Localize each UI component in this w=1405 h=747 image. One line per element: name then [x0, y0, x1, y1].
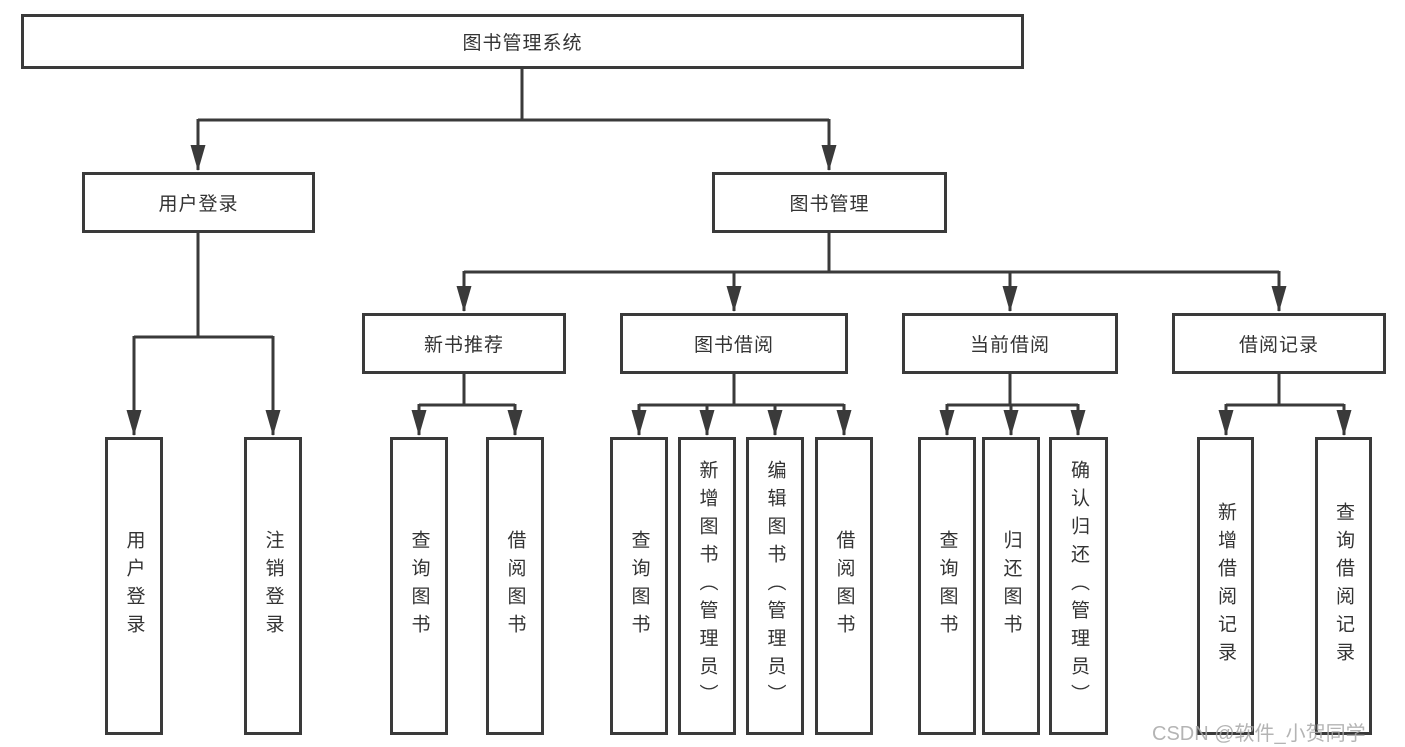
leaf-label: 查询图书	[628, 530, 650, 642]
leaf-query-book-current: 查询图书	[918, 437, 976, 735]
node-book-borrow: 图书借阅	[620, 313, 848, 374]
leaf-borrow-book-recommend: 借阅图书	[486, 437, 544, 735]
leaf-borrow-book: 借阅图书	[815, 437, 873, 735]
node-new-book-recommend: 新书推荐	[362, 313, 566, 374]
node-borrow-records: 借阅记录	[1172, 313, 1386, 374]
leaf-label: 借阅图书	[833, 530, 855, 642]
leaf-label: 归还图书	[1000, 530, 1022, 642]
node-book-management: 图书管理	[712, 172, 947, 233]
leaf-label: 确认归还（管理员）	[1068, 460, 1089, 712]
node-library-management-system: 图书管理系统	[21, 14, 1024, 69]
leaf-return-book: 归还图书	[982, 437, 1040, 735]
leaf-label: 借阅图书	[504, 530, 526, 642]
leaf-query-book-borrow: 查询图书	[610, 437, 668, 735]
leaf-label: 查询图书	[936, 530, 958, 642]
leaf-label: 新增图书（管理员）	[696, 460, 718, 712]
leaf-label: 注销登录	[262, 530, 284, 642]
leaf-logout: 注销登录	[244, 437, 302, 735]
leaf-confirm-return-admin: 确认归还（管理员）	[1049, 437, 1108, 735]
leaf-label: 用户登录	[123, 530, 145, 642]
connector-group	[126, 69, 1352, 436]
leaf-label: 编辑图书（管理员）	[764, 460, 786, 712]
leaf-label: 查询图书	[408, 530, 430, 642]
leaf-query-book-recommend: 查询图书	[390, 437, 448, 735]
node-user-login: 用户登录	[82, 172, 315, 233]
leaf-user-login: 用户登录	[105, 437, 163, 735]
leaf-label: 新增借阅记录	[1215, 502, 1236, 670]
node-current-borrow: 当前借阅	[902, 313, 1118, 374]
leaf-edit-book-admin: 编辑图书（管理员）	[746, 437, 804, 735]
csdn-watermark: CSDN @软件_小贺同学	[1152, 723, 1366, 745]
leaf-add-book-admin: 新增图书（管理员）	[678, 437, 736, 735]
leaf-query-borrow-record: 查询借阅记录	[1315, 437, 1372, 735]
leaf-add-borrow-record: 新增借阅记录	[1197, 437, 1254, 735]
leaf-label: 查询借阅记录	[1333, 502, 1354, 670]
